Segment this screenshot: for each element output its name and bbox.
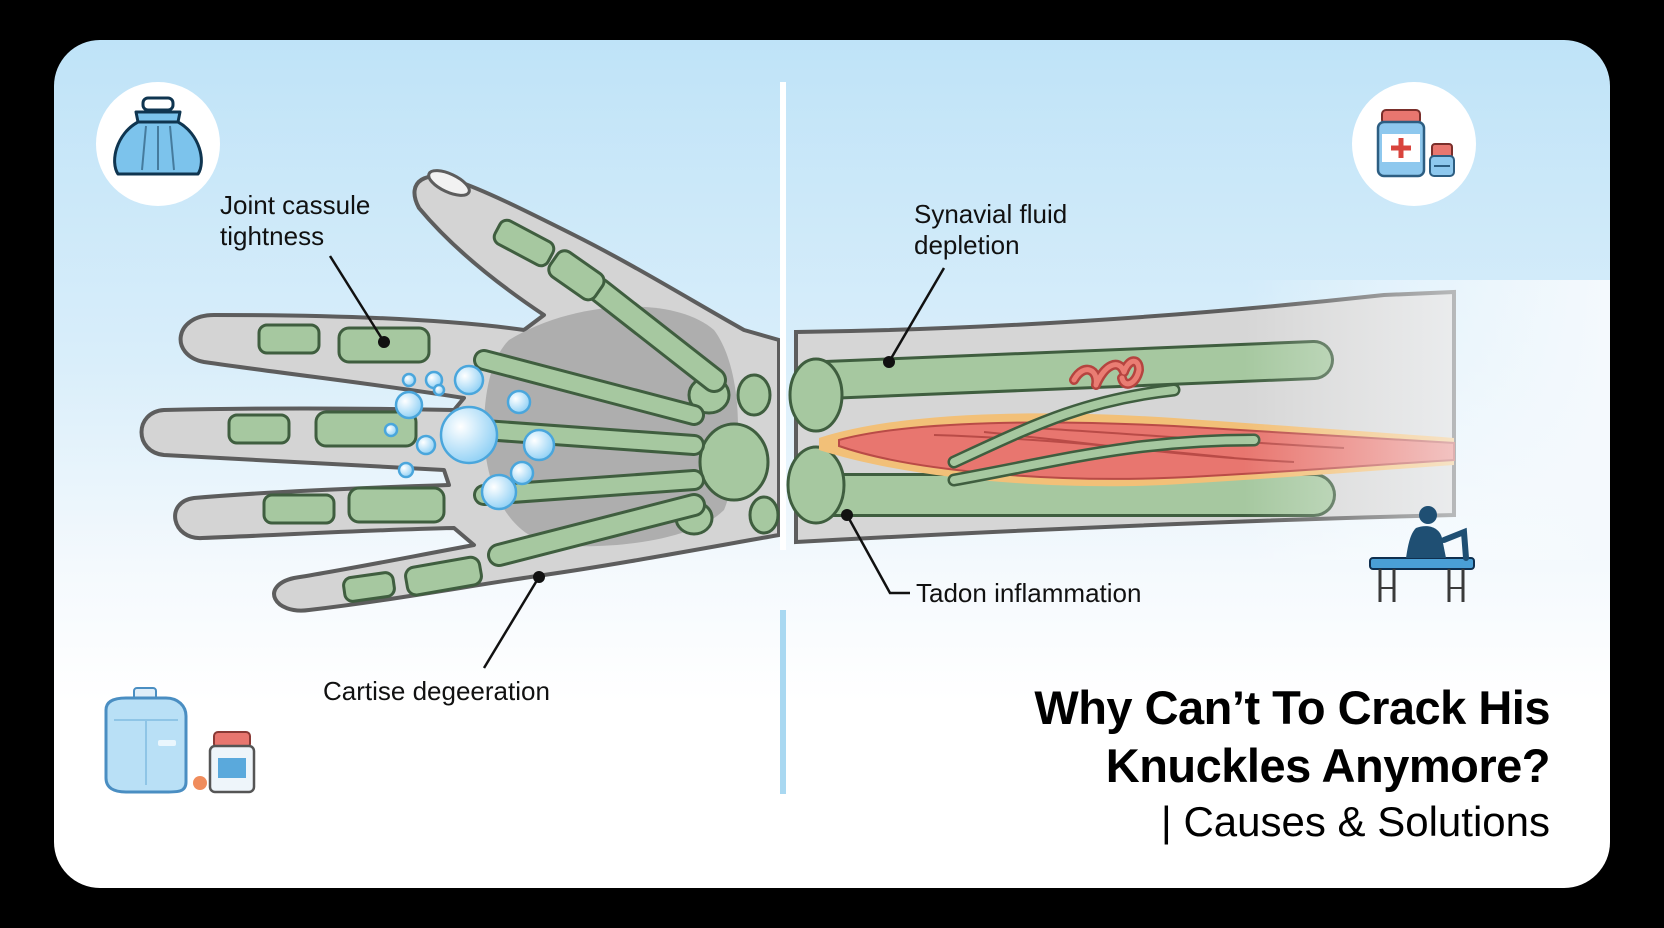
leader-joint (328, 255, 386, 343)
metacarpal-bone (476, 472, 702, 503)
physical-therapy-icon (1369, 506, 1475, 602)
metacarpal-bone (589, 280, 724, 390)
divider-upper (780, 82, 786, 550)
medicine-badge (1352, 82, 1476, 206)
metacarpal-bone (476, 352, 702, 423)
metacarpal-bone (490, 496, 703, 564)
joint-gas-bubbles (383, 364, 556, 511)
divider-lower (780, 610, 786, 794)
medicine-bottle-icon (1376, 109, 1455, 178)
carpal-bone (736, 373, 772, 417)
label-synovial-line2: depletion (914, 230, 1020, 260)
leader-joint-dot (378, 336, 390, 348)
title-subtitle: | Causes & Solutions (1160, 798, 1550, 845)
leader-cartilage (482, 576, 541, 669)
title-line2: Knuckles Anymore? (1105, 739, 1551, 792)
ice-pack-icon (113, 96, 203, 176)
title-line1: Why Can’t To Crack His (1034, 681, 1550, 734)
hand (139, 169, 781, 669)
metacarpal-bone (476, 422, 702, 453)
label-tendon: Tadon inflammation (916, 578, 1142, 608)
label-joint-capsule: Joint cassule tightness (220, 190, 370, 252)
leader-tendon-dot (841, 509, 853, 521)
finger-bones (227, 218, 606, 603)
forearm (786, 267, 1610, 595)
pill-bottle-icon (208, 731, 256, 794)
anatomy-illustration (104, 82, 1610, 794)
label-synovial-line1: Synavial fluid (914, 199, 1068, 229)
leader-tendon (845, 514, 910, 595)
ice-pack-badge (96, 82, 220, 206)
label-synovial-fluid: Synavial fluid depletion (914, 199, 1067, 261)
label-cartilage: Cartise degeeration (323, 676, 550, 706)
leader-synovial-dot (883, 356, 895, 368)
fingernail (427, 169, 471, 197)
leader-synovial (887, 267, 946, 363)
infographic-card: Joint cassule tightness Cartise degeerat… (54, 40, 1610, 888)
carpal-bone (748, 495, 780, 535)
carpal-bone (698, 422, 770, 502)
label-joint-capsule-line1: Joint cassule (220, 190, 371, 220)
leader-cartilage-dot (533, 571, 545, 583)
water-jug-icon (104, 687, 207, 794)
label-joint-capsule-line2: tightness (220, 221, 325, 251)
